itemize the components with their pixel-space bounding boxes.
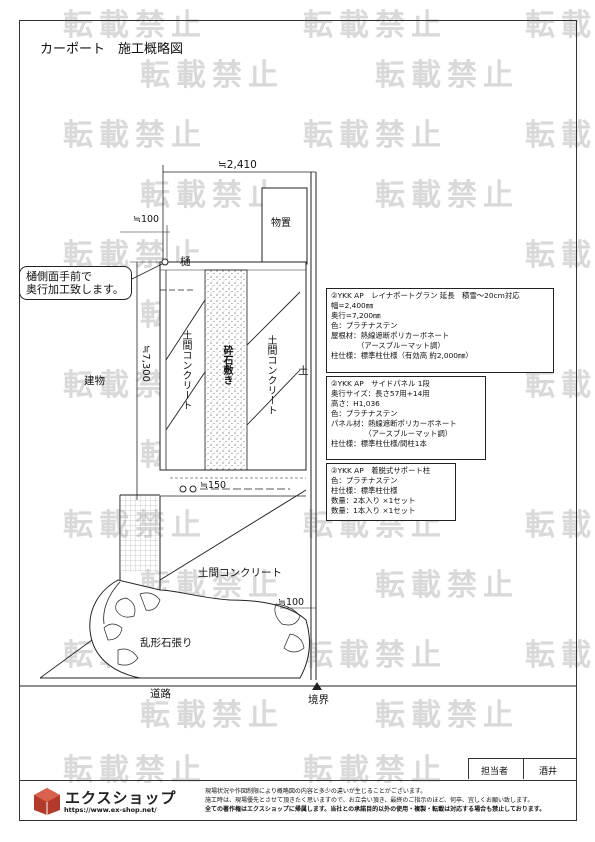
- note-line: 色：プラチナステン: [331, 321, 398, 330]
- logo-url: https://www.ex-shop.net/: [64, 806, 157, 814]
- dimension-offset-bottom: ≒100: [278, 597, 305, 608]
- boundary-label: 境界: [308, 694, 329, 706]
- dimension-offset-150: ≒150: [200, 480, 227, 491]
- disclaimer-line: 現場状況や作図制限により概略図の内容と多少の違いが生じることがございます。: [205, 788, 427, 795]
- dimension-depth: ≒7,300: [140, 345, 151, 383]
- soil-marker: 土: [298, 365, 309, 377]
- dimension-offset-top: ≒100: [133, 214, 160, 225]
- note-line: 数量：1本入り ×1セット: [331, 506, 416, 515]
- disclaimer-line: 施工時は、現場優先とさせて頂きたく思いますので、お立会い頂き、最終のご指示のほど…: [205, 797, 534, 804]
- soil-right-label: 土間コンクリート: [265, 335, 276, 415]
- note-line: 屋根材：熱線遮断ポリカーボネート: [331, 331, 450, 340]
- support-post: [189, 485, 197, 493]
- note-line: （アースブルーマット調）: [331, 341, 445, 350]
- disclaimer-line: 全ての著作権はエクスショップに帰属します。当社との承諾目的以外の使用・複製・転載…: [205, 806, 546, 813]
- stamp-label: 担当者: [481, 767, 509, 777]
- gravel-strip: [204, 269, 248, 471]
- note-line: 色：プラチナステン: [331, 409, 398, 418]
- support-post: [179, 485, 187, 493]
- note-line: 柱仕様：標準柱仕様（有効高 約2,000㎜）: [331, 351, 473, 360]
- staff-stamp: 担当者 酒井: [468, 758, 577, 779]
- note-line: 高さ：H1,036: [331, 399, 380, 408]
- soil-bottom-label: 土間コンクリート: [198, 567, 282, 579]
- logo-text: エクスショップ: [65, 789, 177, 807]
- gravel-label: 砕石敷き: [221, 345, 232, 385]
- note-line: ②YKK AP 着脱式サポート柱: [331, 466, 431, 475]
- note-line: ②YKK AP レイナポートグラン 延長 積雪〜20cm対応: [331, 291, 520, 300]
- note-line: 奥行=7,200㎜: [331, 311, 381, 320]
- note-line: 色：プラチナステン: [331, 476, 398, 485]
- soil-left-label: 土間コンクリート: [180, 330, 191, 410]
- spec-note-carport: ②YKK AP レイナポートグラン 延長 積雪〜20cm対応 幅=2,400㎜ …: [326, 288, 554, 373]
- callout-line: 奥行加工致します。: [26, 283, 124, 296]
- gutter-post: [161, 258, 169, 266]
- equipment-label: 物置: [271, 218, 291, 229]
- note-line: 奥行サイズ：長さ57用+14用: [331, 389, 430, 398]
- spec-note-support-post: ②YKK AP 着脱式サポート柱 色：プラチナステン 柱仕様：標準柱仕様 数量：…: [326, 463, 456, 521]
- gutter-label: 樋: [180, 256, 191, 268]
- stone-label: 乱形石張り: [140, 637, 193, 649]
- gutter-callout: 樋側面手前で 奥行加工致します。: [19, 266, 132, 300]
- spec-note-side-panel: ②YKK AP サイドパネル 1段 奥行サイズ：長さ57用+14用 高さ：H1,…: [326, 376, 486, 460]
- page-title: カーポート 施工概略図: [40, 42, 184, 57]
- dimension-width: ≒2,410: [218, 159, 257, 171]
- footer-disclaimer: 現場状況や作図制限により概略図の内容と多少の違いが生じることがございます。 施工…: [205, 787, 545, 814]
- boundary-marker: [312, 682, 322, 690]
- building-grid: [120, 496, 158, 572]
- note-line: 数量：2本入り ×1セット: [331, 496, 416, 505]
- note-line: パネル材：熱線遮断ポリカーボネート: [331, 419, 457, 428]
- note-line: ②YKK AP サイドパネル 1段: [331, 379, 430, 388]
- note-line: 柱仕様：標準柱仕様: [331, 486, 398, 495]
- footer: エクスショップ https://www.ex-shop.net/ 現場状況や作図…: [20, 780, 576, 821]
- building-label: 建物: [84, 375, 105, 387]
- note-line: 幅=2,400㎜: [331, 301, 374, 310]
- note-line: （アースブルーマット調）: [331, 429, 453, 438]
- stone-paving: [89, 579, 310, 679]
- stamp-name: 酒井: [539, 767, 558, 777]
- note-line: 柱仕様：標準柱仕様/間柱1本: [331, 439, 427, 448]
- callout-line: 樋側面手前で: [26, 270, 92, 283]
- page-frame: [19, 20, 577, 821]
- logo-icon: [34, 788, 60, 815]
- road-label: 道路: [150, 688, 171, 700]
- storage-shed: [261, 187, 308, 265]
